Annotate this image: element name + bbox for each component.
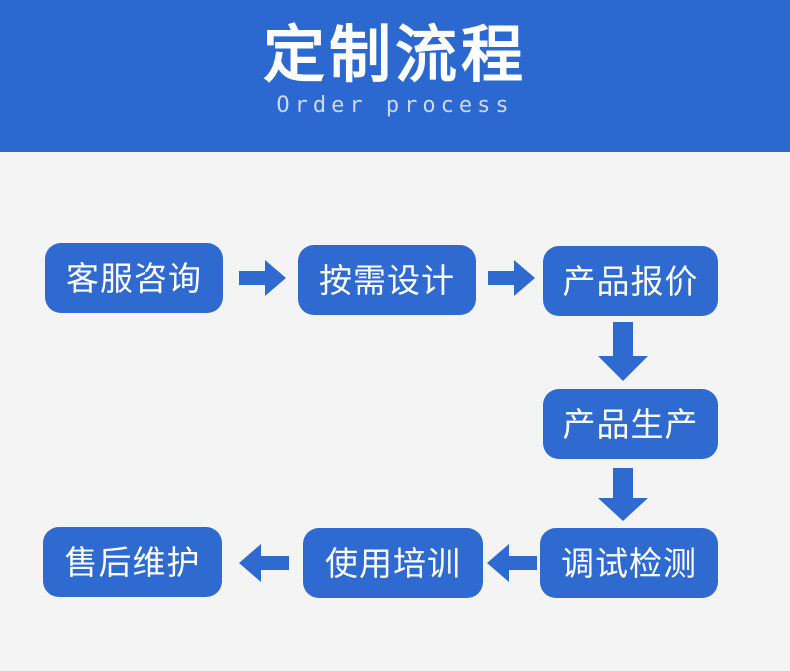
flow-node-label: 客服咨询 bbox=[66, 258, 202, 298]
arrow-left-icon bbox=[486, 543, 538, 583]
flow-node-customer-service-consultation[interactable]: 客服咨询 bbox=[45, 243, 223, 313]
flow-node-label: 售后维护 bbox=[64, 542, 201, 582]
flow-node-after-sales-maintenance[interactable]: 售后维护 bbox=[43, 527, 222, 597]
page-subtitle: Order process bbox=[276, 93, 514, 118]
page-title: 定制流程 bbox=[262, 18, 527, 91]
flow-node-usage-training[interactable]: 使用培训 bbox=[303, 528, 483, 598]
arrow-down-icon bbox=[596, 468, 650, 522]
arrow-right-icon bbox=[239, 259, 287, 297]
arrow-left-icon bbox=[238, 543, 290, 583]
arrow-right-icon bbox=[488, 259, 536, 297]
flow-node-label: 产品报价 bbox=[562, 261, 699, 301]
flow-node-product-quotation[interactable]: 产品报价 bbox=[543, 246, 718, 316]
flow-node-label: 产品生产 bbox=[562, 404, 699, 444]
arrow-down-icon bbox=[596, 322, 650, 382]
flow-node-debugging-inspection[interactable]: 调试检测 bbox=[540, 528, 718, 598]
flow-node-label: 调试检测 bbox=[561, 543, 697, 583]
flow-node-design-on-demand[interactable]: 按需设计 bbox=[298, 245, 476, 315]
flow-node-label: 按需设计 bbox=[319, 260, 455, 300]
flow-node-label: 使用培训 bbox=[325, 543, 461, 583]
header-banner: 定制流程 Order process bbox=[0, 0, 790, 152]
flow-node-product-production[interactable]: 产品生产 bbox=[543, 389, 718, 459]
